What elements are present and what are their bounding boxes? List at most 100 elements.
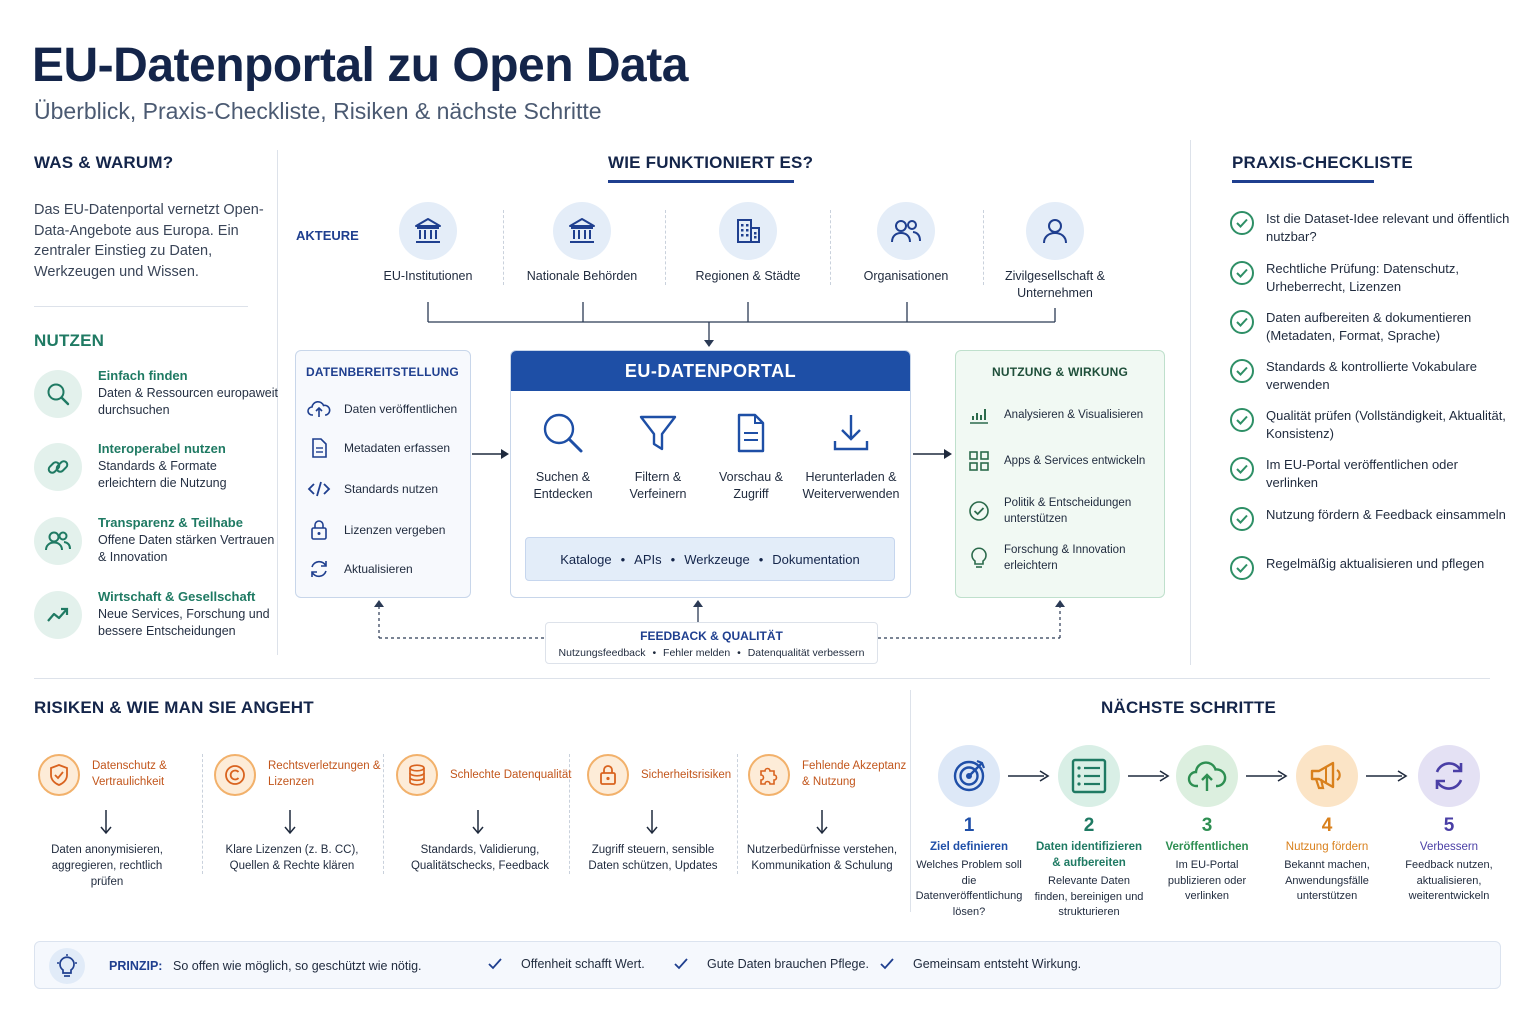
wirkung-item: Apps & Services entwickeln	[966, 449, 1154, 473]
actor-eu-institutionen: EU-Institutionen	[358, 202, 498, 285]
wirkung-label: Apps & Services entwickeln	[1004, 455, 1146, 467]
list-icon	[1058, 745, 1120, 807]
refresh-icon	[1418, 745, 1480, 807]
portal-feature: Suchen & Entdecken	[513, 411, 613, 503]
risk-divider	[202, 754, 203, 874]
bullet-separator: •	[670, 551, 676, 567]
actor-divider	[503, 210, 504, 285]
nutzen-item-desc: Standards & Formate erleichtern die Nutz…	[98, 459, 227, 490]
nutzen-item-title: Transparenz & Teilhabe	[98, 515, 243, 530]
step-title: Veröffentlichen	[1165, 841, 1249, 853]
lock-icon	[587, 754, 629, 796]
nutzen-item: Einfach finden Daten & Ressourcen europa…	[34, 368, 278, 420]
risk-action: Zugriff steuern, sensible Daten schützen…	[588, 844, 718, 872]
divider-bottom	[910, 690, 911, 912]
checklist-item: Ist die Dataset-Idee relevant und öffent…	[1230, 210, 1510, 254]
page-title: EU-Datenportal zu Open Data	[32, 39, 688, 92]
catalog-item: APIs	[634, 551, 662, 567]
catalog-bar: Kataloge • APIs • Werkzeuge • Dokumentat…	[525, 537, 895, 581]
arrow-right-icon	[1246, 770, 1288, 782]
arrow-right-icon	[1128, 770, 1170, 782]
bullet-separator: •	[652, 647, 657, 659]
prinzip-label: PRINZIP:	[109, 959, 163, 973]
actor-divider	[665, 210, 666, 285]
wirkung-label: Forschung & Innovation erleichtern	[1004, 544, 1126, 572]
step-4: 4 Nutzung fördern Bekannt machen, Anwend…	[1272, 745, 1382, 905]
nutzen-item: Interoperabel nutzen Standards & Formate…	[34, 441, 274, 493]
search-icon	[543, 413, 583, 453]
actor-label: Organisationen	[863, 269, 949, 283]
portal-feature: Vorschau & Zugriff	[701, 411, 801, 503]
apps-grid-icon	[966, 450, 992, 472]
link-icon	[34, 443, 82, 491]
person-icon	[1026, 202, 1084, 260]
checklist-item: Im EU-Portal veröffentlichen oder verlin…	[1230, 456, 1510, 500]
wirkung-label: Politik & Entscheidungen unterstützen	[1004, 497, 1132, 525]
actor-zivilgesellschaft: Zivilgesellschaft & Unternehmen	[985, 202, 1125, 302]
risk-action: Klare Lizenzen (z. B. CC), Quellen & Rec…	[225, 844, 359, 872]
wirkung-item: Analysieren & Visualisieren	[966, 403, 1154, 427]
step-desc: Bekannt machen, Anwendungsfälle unterstü…	[1284, 859, 1370, 902]
portal-feature-label: Suchen & Entdecken	[533, 470, 593, 501]
code-icon	[306, 479, 332, 499]
actor-connector-lines	[427, 302, 1056, 347]
portal-feature-label: Vorschau & Zugriff	[719, 470, 783, 501]
nutzen-item: Transparenz & Teilhabe Offene Daten stär…	[34, 515, 274, 567]
cloud-upload-icon	[1176, 745, 1238, 807]
nutzen-item-title: Einfach finden	[98, 368, 188, 383]
bereitstellung-item: Daten veröffentlichen	[306, 397, 457, 421]
checklist-text: Nutzung fördern & Feedback einsammeln	[1266, 507, 1506, 522]
step-desc: Relevante Daten finden, bereinigen und s…	[1034, 875, 1144, 918]
prinzip-text: So offen wie möglich, so geschützt wie n…	[173, 959, 422, 973]
step-number: 2	[1083, 815, 1095, 836]
lock-icon	[306, 519, 332, 541]
checklist-text: Rechtliche Prüfung: Datenschutz, Urheber…	[1266, 261, 1459, 294]
step-desc: Feedback nutzen, aktualisieren, weiteren…	[1405, 859, 1493, 902]
checkliste-underline	[1232, 180, 1374, 183]
divider-horizontal	[34, 678, 1490, 679]
page-subtitle: Überblick, Praxis-Checkliste, Risiken & …	[34, 98, 602, 124]
puzzle-icon	[748, 754, 790, 796]
schritte-title: NÄCHSTE SCHRITTE	[1101, 698, 1277, 717]
prinzip-bar: PRINZIP: So offen wie möglich, so geschü…	[34, 941, 1501, 989]
trend-icon	[34, 591, 82, 639]
bullet-separator: •	[620, 551, 626, 567]
document-icon	[737, 413, 765, 453]
catalog-item: Dokumentation	[772, 551, 860, 567]
nutzung-wirkung-box: NUTZUNG & WIRKUNG Analysieren & Visualis…	[955, 350, 1165, 598]
checklist-text: Ist die Dataset-Idee relevant und öffent…	[1266, 211, 1510, 244]
arrow-right-icon	[472, 449, 509, 459]
step-1: 1 Ziel definieren Welches Problem soll d…	[914, 745, 1024, 920]
datenbereitstellung-title: DATENBEREITSTELLUNG	[306, 365, 459, 379]
actor-label: Zivilgesellschaft & Unternehmen	[1004, 269, 1106, 300]
people-icon	[34, 517, 82, 565]
checklist-item: Nutzung fördern & Feedback einsammeln	[1230, 506, 1510, 550]
risk-divider	[383, 754, 384, 874]
risk-action: Daten anonymisieren, aggregieren, rechtl…	[51, 844, 163, 888]
prinzip-item: Gemeinsam entsteht Wirkung.	[879, 957, 1081, 971]
feedback-item: Nutzungsfeedback	[558, 647, 646, 659]
copyright-icon	[214, 754, 256, 796]
catalog-item: Kataloge	[560, 551, 612, 567]
bar-chart-icon	[966, 405, 992, 425]
arrow-right-icon	[1008, 770, 1050, 782]
portal-feature-label: Filtern & Verfeinern	[629, 470, 687, 501]
arrow-down-icon	[284, 810, 296, 835]
checklist-text: Daten aufbereiten & dokumentieren (Metad…	[1266, 310, 1472, 343]
checklist-item: Rechtliche Prüfung: Datenschutz, Urheber…	[1230, 260, 1510, 304]
feedback-item: Datenqualität verbessern	[747, 647, 865, 659]
risiken-title: RISIKEN & WIE MAN SIE ANGEHT	[34, 698, 314, 717]
eu-datenportal-title: EU-DATENPORTAL	[511, 351, 910, 391]
risk-name: Fehlende Akzeptanz & Nutzung	[802, 760, 907, 788]
bereitstellung-item: Lizenzen vergeben	[306, 518, 445, 542]
check-icon	[674, 958, 688, 970]
feedback-box: FEEDBACK & QUALITÄT Nutzungsfeedback • F…	[545, 622, 878, 664]
arrow-down-icon	[646, 810, 658, 835]
actor-divider	[830, 210, 831, 285]
intro-divider	[34, 306, 248, 307]
actor-label: Regionen & Städte	[695, 269, 801, 283]
arrow-right-icon	[1366, 770, 1408, 782]
feedback-items: Nutzungsfeedback • Fehler melden • Daten…	[546, 647, 877, 659]
prinzip-item: Offenheit schafft Wert.	[487, 957, 645, 971]
step-title: Ziel definieren	[930, 841, 1008, 853]
